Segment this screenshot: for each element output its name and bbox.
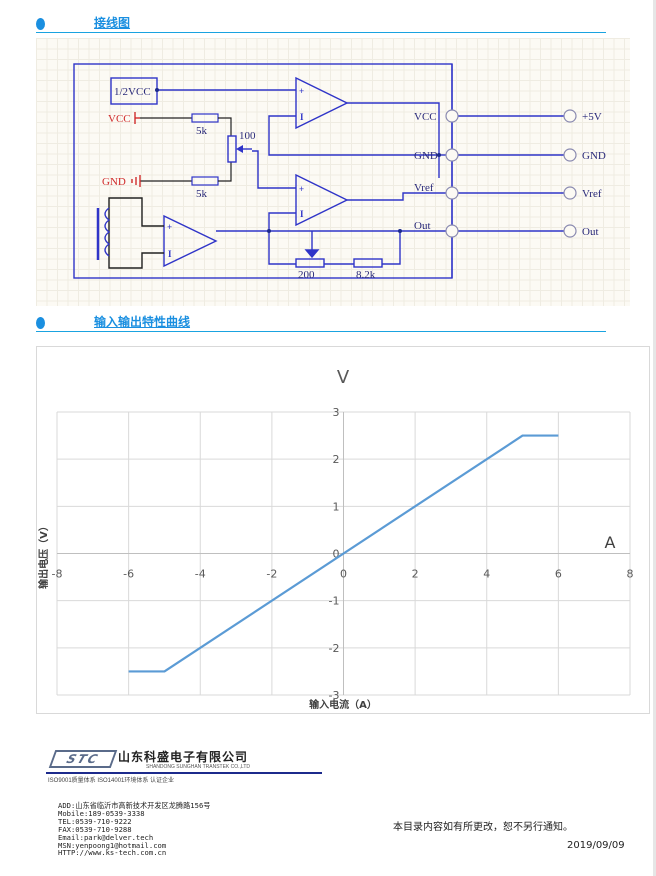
pin-gnd	[445, 148, 459, 162]
resistor-5k-2	[191, 176, 219, 186]
contact-msn: MSN:yenpoong1@hotmail.com	[58, 840, 167, 850]
certifications: ISO9001质量体系 ISO14001环境体系 认证企业	[48, 778, 175, 784]
change-notice: 本目录内容如有所更改，恕不另行通知。	[393, 822, 573, 833]
resistor-8-2k	[353, 258, 383, 268]
bullet-icon	[36, 317, 45, 329]
wiring-diagram: 1/2VCC 5k 5k 100 200 8.2k VCC GND Vref O…	[36, 38, 630, 306]
pin-vcc	[445, 109, 459, 123]
x-tick-label: -8	[52, 568, 63, 581]
x-tick-label: 2	[412, 568, 419, 581]
terminal-label-out: Out	[582, 226, 599, 238]
terminal-label-vref: Vref	[582, 188, 602, 200]
pin-vref	[445, 186, 459, 200]
resistor-5k-1	[191, 113, 219, 123]
contact-email[interactable]: Email:park@delver.tech	[58, 832, 154, 842]
io-characteristic-chart: -8 -6 -4 -2 0 2 4 6 8 -3 -2 -1 0 1 2 3 V A 输入电流（A） 输出电压…	[36, 346, 650, 714]
trim-pot-wiper	[304, 249, 320, 259]
company-name-cn: 山东科盛电子有限公司	[118, 750, 249, 764]
opamp-1-minus: I	[300, 112, 304, 122]
y-tick-label: 0	[333, 548, 340, 561]
label-vcc-source: VCC	[108, 113, 131, 125]
y-tick-label: -2	[329, 642, 340, 655]
publish-date: 2019/09/09	[567, 840, 625, 851]
chart-title: V	[337, 367, 350, 388]
section-header-curve: 输入输出特性曲线	[36, 311, 606, 332]
pot-100	[227, 135, 237, 163]
y-axis-label: 输出电压（V）	[37, 521, 50, 589]
section-title: 接线图	[94, 16, 131, 30]
logo-divider	[46, 772, 322, 774]
label-r-feedback: 8.2k	[356, 269, 376, 281]
terminal-out	[563, 224, 577, 238]
y-tick-label: 2	[333, 453, 340, 466]
y-tick-label: 1	[333, 500, 340, 513]
series-line	[128, 434, 559, 673]
y-tick-label: -1	[329, 595, 340, 608]
x-tick-label: -2	[266, 568, 277, 581]
opamp-3	[163, 214, 218, 268]
x-tick-label: -6	[123, 568, 134, 581]
wiring-diagram-svg: 1/2VCC 5k 5k 100 200 8.2k VCC GND Vref O…	[73, 63, 606, 281]
label-trim-pot: 200	[298, 269, 315, 281]
contact-tel: TEL:0539-710-9222	[58, 816, 132, 826]
x-tick-label: 0	[340, 568, 347, 581]
x-tick-label: 4	[483, 568, 490, 581]
opamp-1-plus: +	[299, 86, 304, 96]
x-tick-label: 8	[627, 568, 634, 581]
pin-label-out: Out	[414, 220, 431, 232]
contact-mobile: Mobile:189-0539-3338	[58, 808, 145, 818]
chart-svg: -8 -6 -4 -2 0 2 4 6 8 -3 -2 -1 0 1 2 3 V A 输入电流（A） 输出电压…	[37, 367, 634, 711]
opamp-2-plus: +	[299, 184, 304, 194]
label-r1: 5k	[196, 125, 208, 137]
terminal-5v	[563, 109, 577, 123]
label-half-vcc: 1/2VCC	[114, 86, 151, 98]
terminal-gnd	[563, 148, 577, 162]
company-logo: STC 山东科盛电子有限公司 SHANDONG SUNGHAN TRANSTEK…	[46, 748, 326, 784]
label-pot: 100	[239, 130, 256, 142]
contact-fax: FAX:0539-710-9288	[58, 824, 132, 834]
terminal-vref	[563, 186, 577, 200]
terminal-label-gnd: GND	[582, 150, 606, 162]
page-edge	[653, 0, 656, 876]
x-unit-label: A	[605, 533, 616, 552]
pin-label-vref: Vref	[414, 182, 434, 194]
bullet-icon	[36, 18, 45, 30]
contact-address: ADD:山东省临沂市高新技术开发区龙腾路156号	[58, 801, 211, 810]
y-tick-label: -3	[329, 689, 340, 702]
opamp-1	[295, 76, 349, 130]
opamp-3-minus: I	[168, 249, 172, 259]
label-gnd-source: GND	[102, 176, 126, 188]
pot-wiper	[236, 145, 243, 153]
opamp-2-minus: I	[300, 209, 304, 219]
contact-website[interactable]: HTTP://www.ks-tech.com.cn	[58, 848, 167, 858]
trim-pot-200	[295, 258, 325, 268]
contact-block: ADD:山东省临沂市高新技术开发区龙腾路156号 Mobile:189-0539…	[58, 802, 210, 857]
opamp-2	[295, 173, 349, 227]
section-header-wiring: 接线图	[36, 12, 606, 33]
pin-label-gnd: GND	[414, 150, 438, 162]
label-r2: 5k	[196, 188, 208, 200]
x-tick-label: 6	[555, 568, 562, 581]
terminal-label-5v: +5V	[582, 111, 602, 123]
y-tick-label: 3	[333, 406, 340, 419]
logo-mark: STC	[48, 750, 118, 768]
pin-label-vcc: VCC	[414, 111, 437, 123]
section-title: 输入输出特性曲线	[94, 315, 191, 329]
opamp-3-plus: +	[167, 222, 172, 232]
x-tick-label: -4	[195, 568, 206, 581]
pin-out	[445, 224, 459, 238]
transformer-coil	[104, 207, 111, 257]
x-axis-label: 输入电流（A）	[309, 698, 377, 711]
company-name-en: SHANDONG SUNGHAN TRANSTEK CO.,LTD	[146, 764, 250, 770]
